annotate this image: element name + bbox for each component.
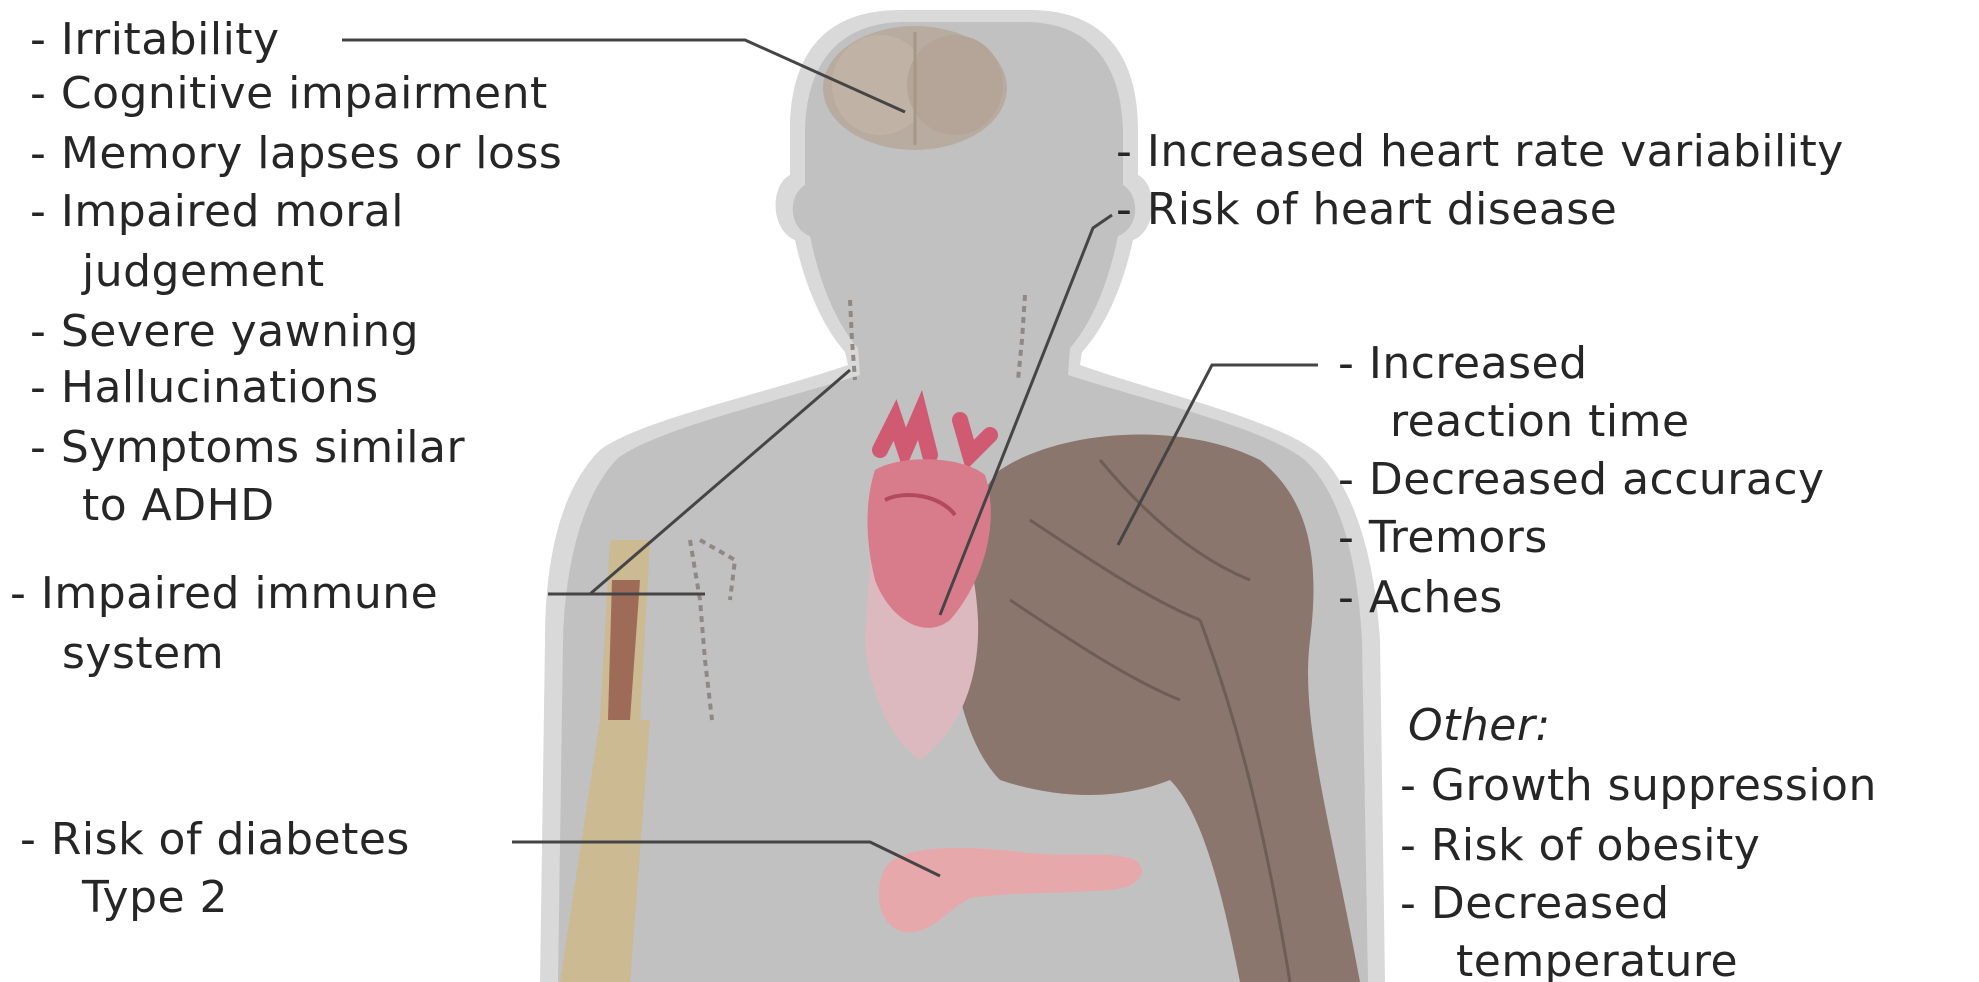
label-moral-2: judgement [82,250,325,294]
label-adhd-1: - Symptoms similar [30,426,465,470]
label-tremors: - Tremors [1338,516,1548,560]
label-accuracy: - Decreased accuracy [1338,458,1825,502]
label-moral-1: - Impaired moral [30,190,404,234]
label-temperature-1: - Decreased [1400,882,1670,926]
label-heart-disease: - Risk of heart disease [1116,188,1617,232]
label-hallucinations: - Hallucinations [30,366,379,410]
label-immune-2: system [62,632,224,676]
label-immune-1: - Impaired immune [10,572,438,616]
label-reaction-2: reaction time [1390,400,1690,444]
label-other-heading: Other: [1408,704,1551,748]
label-irritability: - Irritability [30,18,280,62]
label-memory: - Memory lapses or loss [30,132,562,176]
label-cognitive-impairment: - Cognitive impairment [30,72,548,116]
label-aches: - Aches [1338,576,1503,620]
label-adhd-2: to ADHD [82,484,275,528]
label-reaction-1: - Increased [1338,342,1588,386]
label-temperature-2: temperature [1456,940,1738,982]
label-obesity: - Risk of obesity [1400,824,1760,868]
label-diabetes-2: Type 2 [82,876,228,920]
label-growth: - Growth suppression [1400,764,1877,808]
label-diabetes-1: - Risk of diabetes [20,818,410,862]
label-heart-rate-variability: - Increased heart rate variability [1116,130,1844,174]
label-yawning: - Severe yawning [30,310,419,354]
